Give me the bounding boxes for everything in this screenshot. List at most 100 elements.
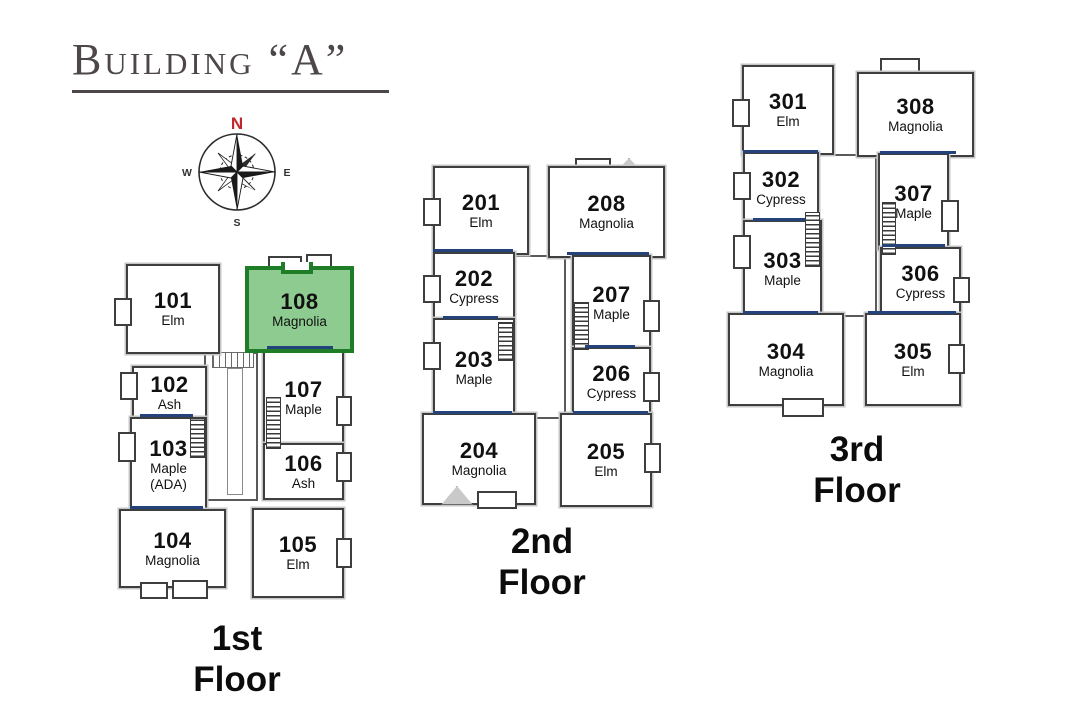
unit-number: 208 [587,191,626,217]
unit-type: Elm [776,114,800,130]
unit-108-highlighted[interactable]: 108 Magnolia [245,266,354,353]
bay-window [118,432,136,462]
unit-208[interactable]: 208 Magnolia [548,166,665,258]
bay-window [336,538,352,568]
compass-east-label: E [283,167,290,179]
bay-window [423,198,441,226]
floor1-label: 1st Floor [193,619,281,699]
unit-204[interactable]: 204 Magnolia [422,413,536,505]
unit-201[interactable]: 201 Elm [433,166,529,255]
bay-window [423,275,441,303]
unit-type: Cypress [756,192,806,208]
corridor-floor2 [512,255,566,419]
unit-number: 207 [592,282,631,308]
unit-number: 306 [901,261,940,287]
unit-101[interactable]: 101 Elm [126,264,220,354]
unit-number: 308 [896,93,935,119]
unit-number: 206 [592,361,631,387]
unit-type: Maple [895,205,932,221]
title-underline [72,90,389,93]
unit-type: Ash [291,475,316,491]
unit-type: Elm [286,557,310,573]
balcony-rail [882,244,945,247]
bay-window [941,200,959,232]
unit-number: 102 [150,372,189,398]
unit-number: 103 [149,435,188,461]
unit-number: 106 [284,450,323,476]
unit-number: 108 [280,288,319,314]
staircase-floor3-right [882,202,896,255]
corridor-floor3 [818,154,877,317]
staircase-floor2-right [574,302,589,350]
unit-type: Cypress [586,386,637,402]
unit-note: (ADA) [150,477,187,493]
staircase-floor3-left [805,212,820,267]
unit-type: Maple [285,402,322,418]
balcony-rail [753,218,805,221]
unit-108-notch [281,262,313,274]
unit-105[interactable]: 105 Elm [252,508,344,598]
unit-202[interactable]: 202 Cypress [433,252,515,322]
unit-102[interactable]: 102 Ash [132,366,207,420]
unit-type: Magnolia [145,552,200,568]
balcony-rail [567,252,649,255]
staircase-floor1-left [190,418,205,458]
bay-window [643,300,660,332]
unit-205[interactable]: 205 Elm [560,413,652,507]
unit-206[interactable]: 206 Cypress [572,347,651,417]
bay-window [953,277,970,303]
unit-type: Magnolia [451,463,507,479]
unit-type: Magnolia [272,313,327,329]
balcony-rail [267,346,333,349]
bay-window [948,344,965,374]
balcony-rail [433,249,513,252]
entry-stoop [477,491,517,509]
balcony-rail [743,150,818,153]
bay-window [120,372,138,400]
unit-304[interactable]: 304 Magnolia [728,313,844,406]
unit-type: Magnolia [579,216,634,232]
unit-301[interactable]: 301 Elm [742,65,834,155]
unit-number: 202 [454,266,494,292]
balcony-rail [868,311,956,314]
unit-number: 104 [153,527,192,553]
compass-south-label: S [233,217,240,229]
bay-window [336,396,352,426]
entry-steps-floor1 [212,352,254,368]
bay-window [644,443,661,473]
balcony-rail [573,411,648,414]
balcony-rail [443,316,498,319]
unit-306[interactable]: 306 Cypress [880,247,961,317]
bay-window [643,372,660,402]
page-title: Building “A” [72,35,349,84]
unit-305[interactable]: 305 Elm [865,313,961,406]
balcony-rail [585,345,635,348]
unit-type: Cypress [895,286,946,302]
balcony-rail [880,151,956,154]
unit-type: Ash [157,397,182,413]
unit-type: Elm [901,363,925,379]
unit-type: Maple [455,371,493,387]
unit-type: Elm [469,214,493,230]
unit-number: 203 [454,346,494,372]
bay-window [732,99,750,127]
unit-103[interactable]: 103 Maple (ADA) [130,417,207,512]
compass-rose-icon: N W E S [182,114,290,229]
unit-type: Maple [150,460,187,476]
unit-number: 307 [894,180,933,206]
bay-window [114,298,132,326]
unit-type: Maple [764,272,801,288]
unit-type: Cypress [449,291,499,307]
entry-stoop [172,580,208,599]
compass-north-label: N [231,114,243,133]
balcony-rail [743,311,818,314]
unit-104[interactable]: 104 Magnolia [119,509,226,588]
hallway-floor1 [227,368,243,495]
unit-number: 105 [278,532,318,558]
unit-106[interactable]: 106 Ash [263,443,344,500]
unit-number: 305 [893,338,933,364]
unit-308[interactable]: 308 Magnolia [857,72,974,157]
unit-type: Elm [161,313,185,329]
unit-number: 201 [461,189,501,215]
